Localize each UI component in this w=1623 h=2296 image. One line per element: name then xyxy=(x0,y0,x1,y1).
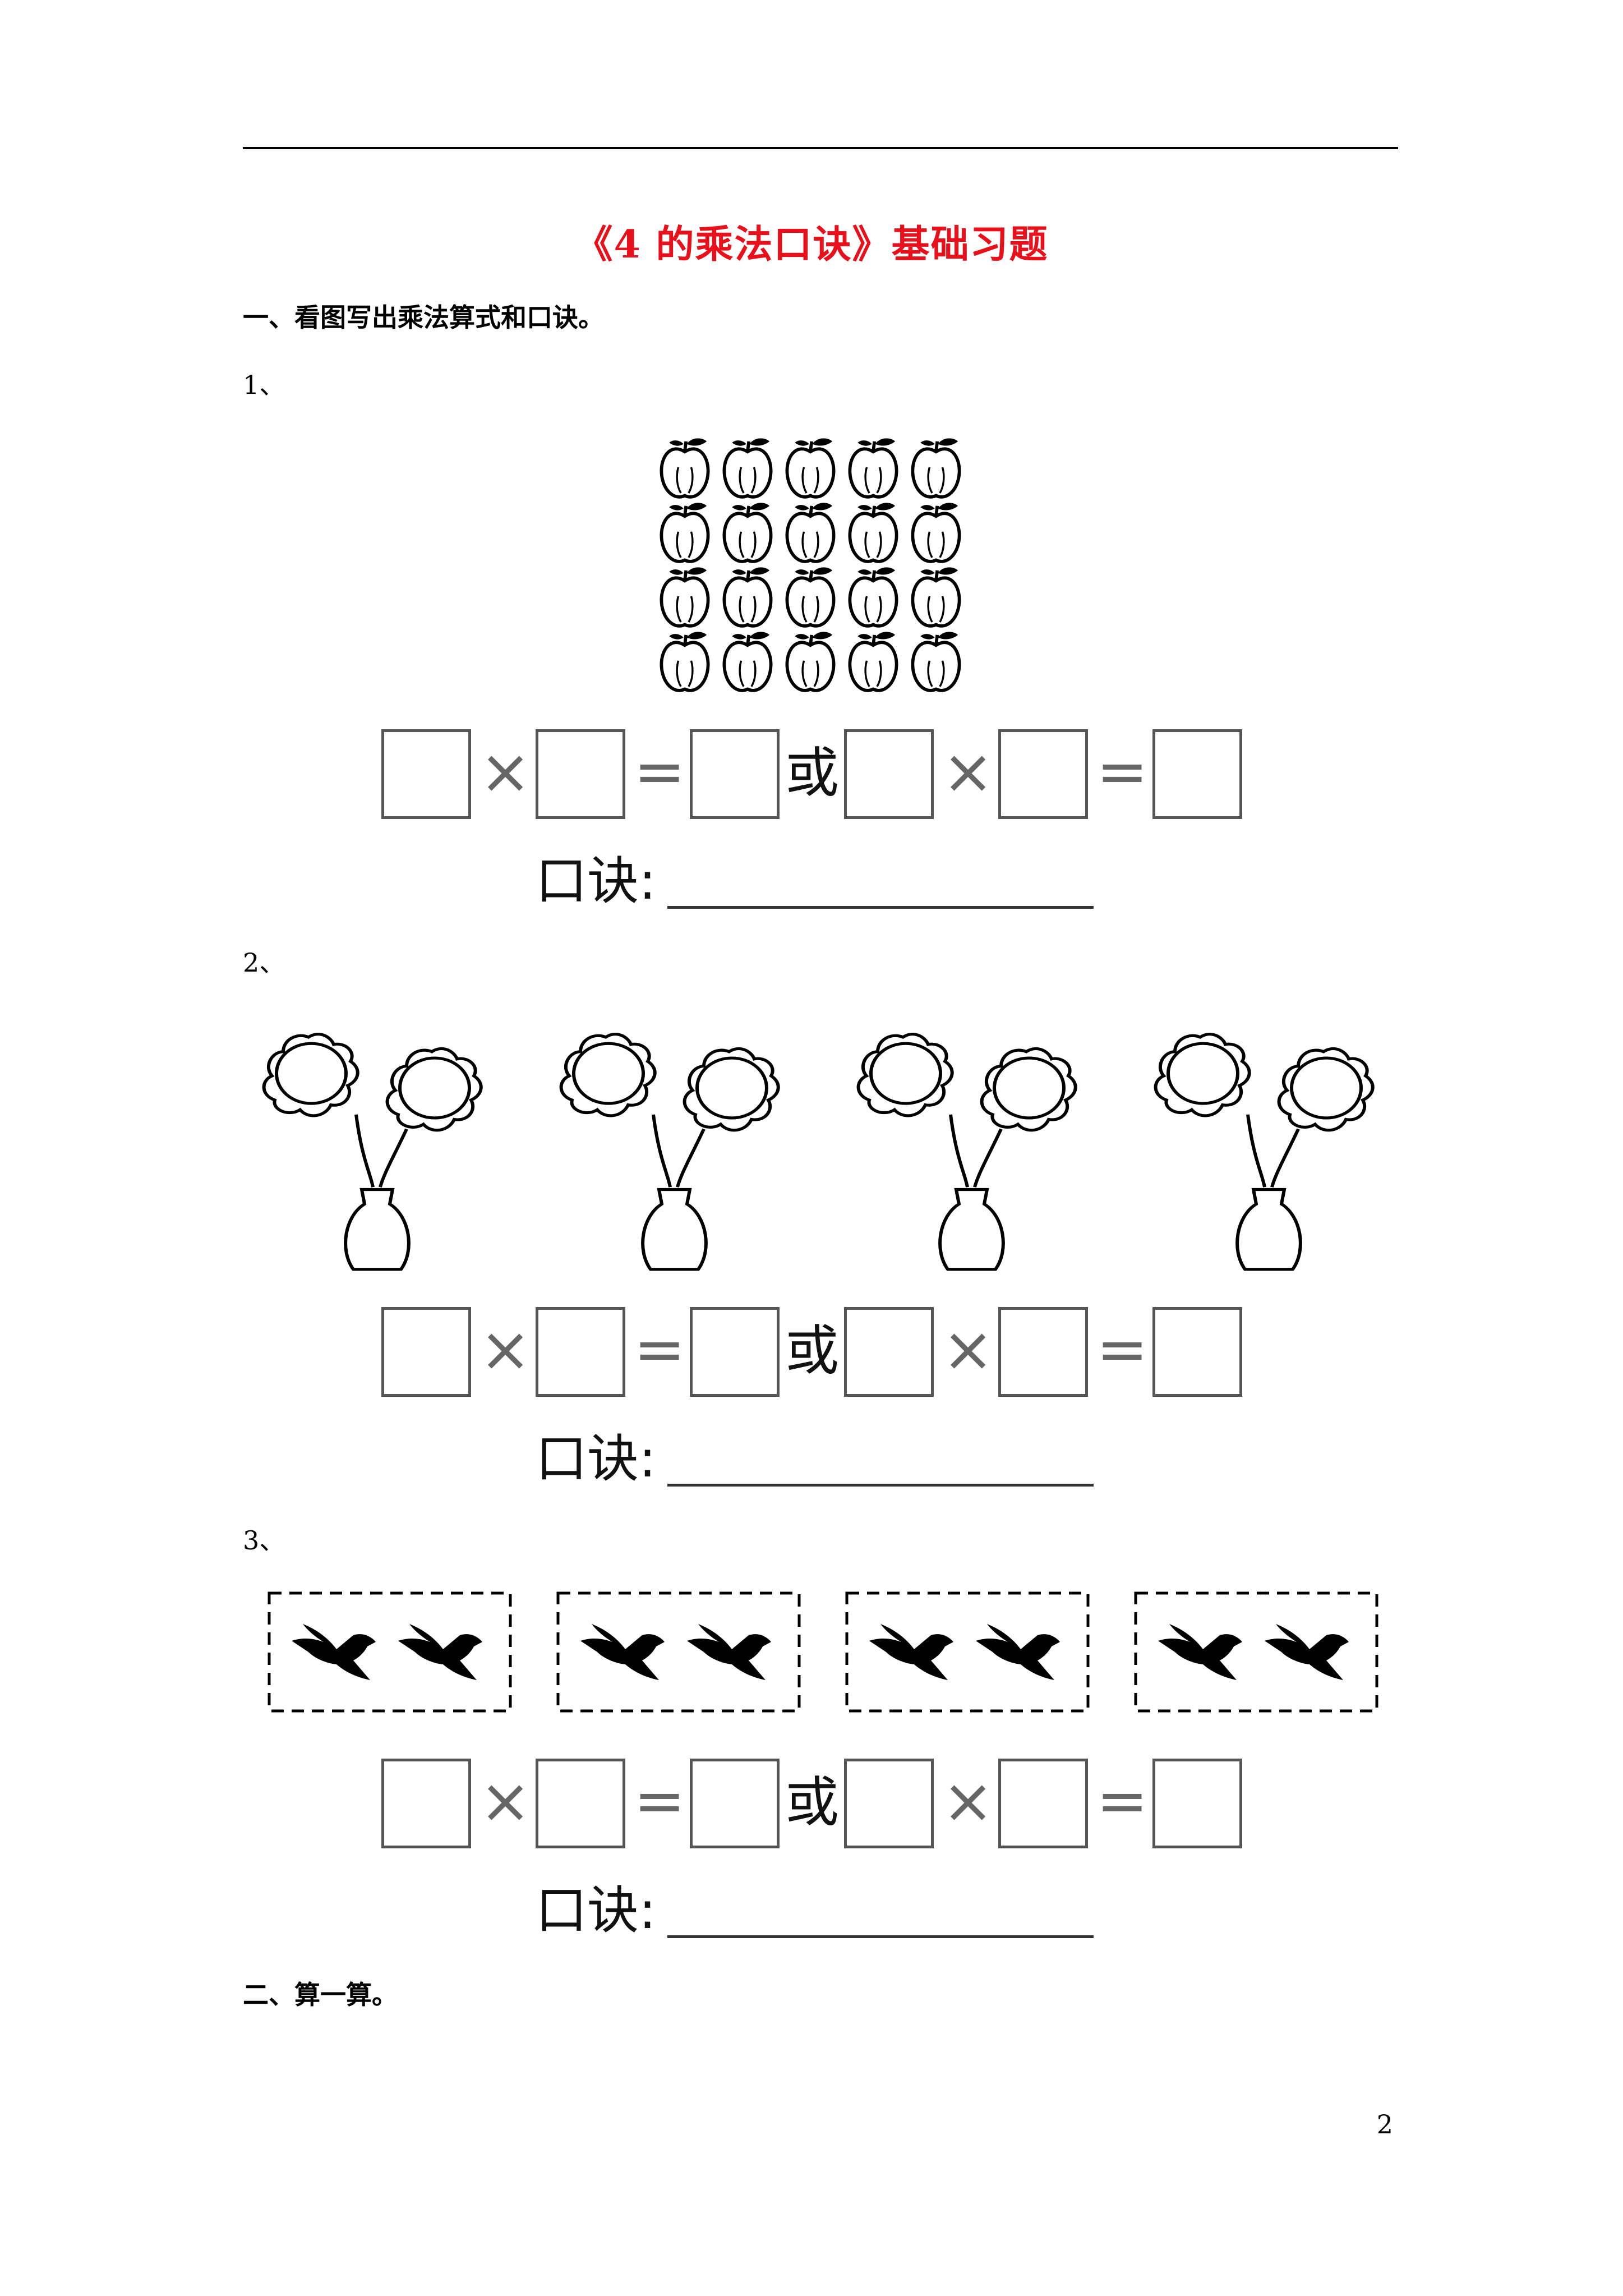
swallow-icon xyxy=(1158,1624,1242,1680)
group-dashed-box xyxy=(1134,1591,1378,1713)
koujue-label: 口诀: xyxy=(536,1429,656,1489)
header-rule xyxy=(243,147,1398,149)
question-3-number: 3、 xyxy=(243,1525,285,1556)
or-word: 或 xyxy=(785,742,839,804)
or-word: 或 xyxy=(785,1319,839,1382)
equals-sign: = xyxy=(634,1765,686,1837)
koujue-label: 口诀: xyxy=(536,851,656,911)
group-dashed-box xyxy=(845,1591,1090,1713)
times-sign: × xyxy=(479,1313,532,1385)
answer-box[interactable] xyxy=(998,729,1088,819)
swallow-icon xyxy=(292,1624,376,1680)
swallow-icon xyxy=(398,1624,482,1680)
apple-icon xyxy=(724,438,771,496)
apple-icon xyxy=(912,567,959,625)
flower-vase-icon xyxy=(1156,1034,1373,1269)
apple-icon xyxy=(912,503,959,561)
answer-box[interactable] xyxy=(844,729,934,819)
or-word: 或 xyxy=(785,1771,839,1834)
apple-icon xyxy=(724,567,771,625)
answer-box[interactable] xyxy=(1152,729,1242,819)
times-sign: × xyxy=(942,735,994,807)
apple-icon xyxy=(850,567,896,625)
flower-vase-icon xyxy=(264,1034,481,1269)
apple-grid-icon xyxy=(659,438,973,696)
koujue-answer-line[interactable] xyxy=(667,1935,1094,1938)
answer-box[interactable] xyxy=(690,1307,780,1397)
swallow-icon xyxy=(580,1624,665,1680)
answer-box[interactable] xyxy=(536,1307,625,1397)
times-sign: × xyxy=(479,1765,532,1837)
swallow-icon xyxy=(687,1624,771,1680)
apple-icon xyxy=(661,632,708,690)
section-2-heading: 二、算一算。 xyxy=(243,1980,398,2010)
swallow-icon xyxy=(976,1624,1060,1680)
flower-vase-icon xyxy=(859,1034,1076,1269)
koujue-label: 口诀: xyxy=(536,1880,656,1940)
swallow-icon xyxy=(268,1591,1378,1713)
apple-icon xyxy=(787,438,833,496)
answer-box[interactable] xyxy=(1152,1759,1242,1848)
answer-box[interactable] xyxy=(998,1759,1088,1848)
swallow-icon xyxy=(1265,1624,1349,1680)
answer-box[interactable] xyxy=(1152,1307,1242,1397)
flower-vase-icon xyxy=(247,999,1413,1279)
question-2-number: 2、 xyxy=(243,947,285,978)
apple-icon xyxy=(724,503,771,561)
times-sign: × xyxy=(942,1313,994,1385)
page-number: 2 xyxy=(1376,2109,1393,2139)
equals-sign: = xyxy=(1096,1313,1149,1385)
times-sign: × xyxy=(942,1765,994,1837)
apple-icon xyxy=(787,503,833,561)
flower-vase-icon xyxy=(561,1034,778,1269)
answer-box[interactable] xyxy=(690,1759,780,1848)
apple-icon xyxy=(661,503,708,561)
times-sign: × xyxy=(479,735,532,807)
apple-icon xyxy=(661,567,708,625)
apple-icon xyxy=(850,632,896,690)
answer-box[interactable] xyxy=(381,729,471,819)
apple-icon xyxy=(912,438,959,496)
answer-box[interactable] xyxy=(536,1759,625,1848)
section-1-heading: 一、看图写出乘法算式和口诀。 xyxy=(243,302,604,333)
koujue-answer-line[interactable] xyxy=(667,906,1094,909)
group-dashed-box xyxy=(268,1591,512,1713)
answer-box[interactable] xyxy=(998,1307,1088,1397)
answer-box[interactable] xyxy=(381,1759,471,1848)
answer-box[interactable] xyxy=(690,729,780,819)
swallow-icon xyxy=(869,1624,953,1680)
apple-icon xyxy=(850,503,896,561)
answer-box[interactable] xyxy=(844,1307,934,1397)
answer-box[interactable] xyxy=(381,1307,471,1397)
apple-icon xyxy=(787,632,833,690)
page-title: 《4 的乘法口诀》基础习题 xyxy=(574,222,1049,267)
question-1-number: 1、 xyxy=(243,370,285,400)
apple-icon xyxy=(661,438,708,496)
koujue-answer-line[interactable] xyxy=(667,1484,1094,1487)
apple-icon xyxy=(787,567,833,625)
group-dashed-box xyxy=(556,1591,801,1713)
answer-box[interactable] xyxy=(844,1759,934,1848)
apple-icon xyxy=(850,438,896,496)
apple-icon xyxy=(724,632,771,690)
answer-box[interactable] xyxy=(536,729,625,819)
equals-sign: = xyxy=(634,1313,686,1385)
apple-icon xyxy=(912,632,959,690)
equals-sign: = xyxy=(634,735,686,807)
equals-sign: = xyxy=(1096,1765,1149,1837)
equals-sign: = xyxy=(1096,735,1149,807)
